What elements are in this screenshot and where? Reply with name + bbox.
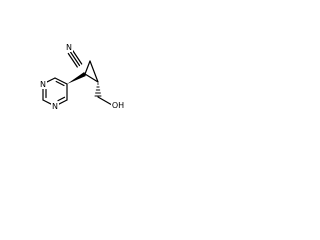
- pyrimidine-n3-label-bg: [51, 102, 59, 111]
- cyclopropane-bond-c1-c2: [84, 73, 99, 83]
- pyrimidine-n3-label: N: [52, 102, 58, 111]
- cyclopropane-bond-c3-c1: [84, 60, 91, 75]
- pyrimidine-double-bond-c6-c5: [55, 80, 65, 87]
- pyrimidine-bond-n3-c2: [42, 99, 53, 105]
- hydroxyl-label: OH: [112, 101, 124, 110]
- pyrimidine-double-bond-c4-n3: [57, 96, 66, 102]
- molecule-structure: N N N OH: [39, 43, 125, 111]
- nitrile-n-label-bg: [65, 43, 73, 52]
- nitrile-bond-line-3: [67, 52, 78, 68]
- ch2-oh-bond: [97, 96, 113, 106]
- pyrimidine-ring: [42, 77, 68, 105]
- nitrile-n-label: N: [66, 43, 72, 52]
- pyrimidine-n1-label-bg: [39, 80, 47, 89]
- nitrile-bond-line-1: [69, 51, 81, 67]
- pyrimidine-bond-n1-c6: [45, 77, 56, 83]
- cyclopropane-ring: [84, 60, 99, 83]
- atom-labels: N N N OH: [39, 43, 125, 111]
- pyrimidine-bond-c4-n3: [57, 99, 68, 105]
- hydroxyl-label-bg: [111, 101, 125, 110]
- nitrile-bond-line-2: [72, 49, 83, 65]
- pyrimidine-bond-c6-c5: [54, 77, 68, 85]
- hashed-stereo-bond: [94, 83, 102, 97]
- nitrile-group: [67, 49, 83, 68]
- wedge-stereo-bond: [67, 72, 86, 84]
- cyclopropane-bond-c2-c3: [89, 60, 99, 83]
- pyrimidine-n1-label: N: [40, 80, 46, 89]
